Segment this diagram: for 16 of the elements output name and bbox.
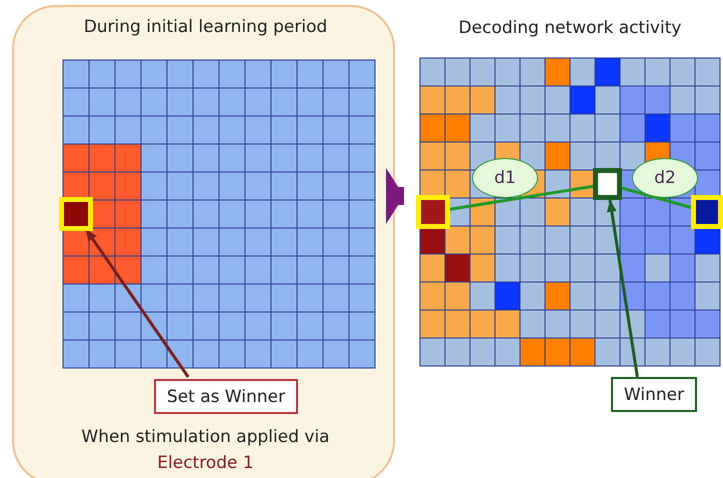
- chevron-arrow: [386, 168, 404, 224]
- learning-panel: [12, 5, 395, 478]
- winner-electrode-cell: [59, 197, 93, 231]
- leader-arrow: [84, 228, 190, 378]
- electrode-label: Electrode 1: [156, 453, 255, 473]
- panel-heading: Decoding network activity: [458, 18, 682, 38]
- electrode-cell: [416, 195, 450, 229]
- leader-arrow: [606, 200, 639, 378]
- distance-line: [450, 184, 594, 211]
- electrode-cell: [691, 195, 723, 229]
- callout-box: Set as Winner: [154, 379, 298, 414]
- winner-cell: [593, 168, 622, 200]
- panel-heading: During initial learning period: [82, 17, 328, 37]
- panel-caption: When stimulation applied via: [80, 427, 331, 447]
- distance-line: [622, 186, 692, 209]
- callout-box: Winner: [611, 377, 697, 412]
